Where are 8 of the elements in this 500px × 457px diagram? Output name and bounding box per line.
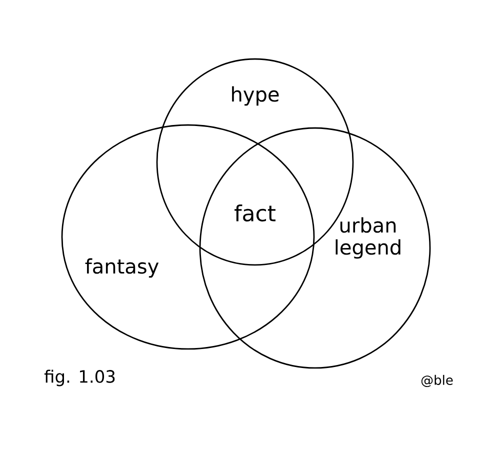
circle-label: hype xyxy=(232,86,279,106)
signature: @ble xyxy=(421,374,453,388)
region-label: fact xyxy=(234,204,276,222)
circle-label: fantasy xyxy=(85,258,159,278)
figure-number: fig. 1.03 xyxy=(44,370,115,386)
circle-label: urban legend xyxy=(336,217,400,259)
venn-circle xyxy=(199,127,431,369)
venn-circle xyxy=(61,124,315,350)
